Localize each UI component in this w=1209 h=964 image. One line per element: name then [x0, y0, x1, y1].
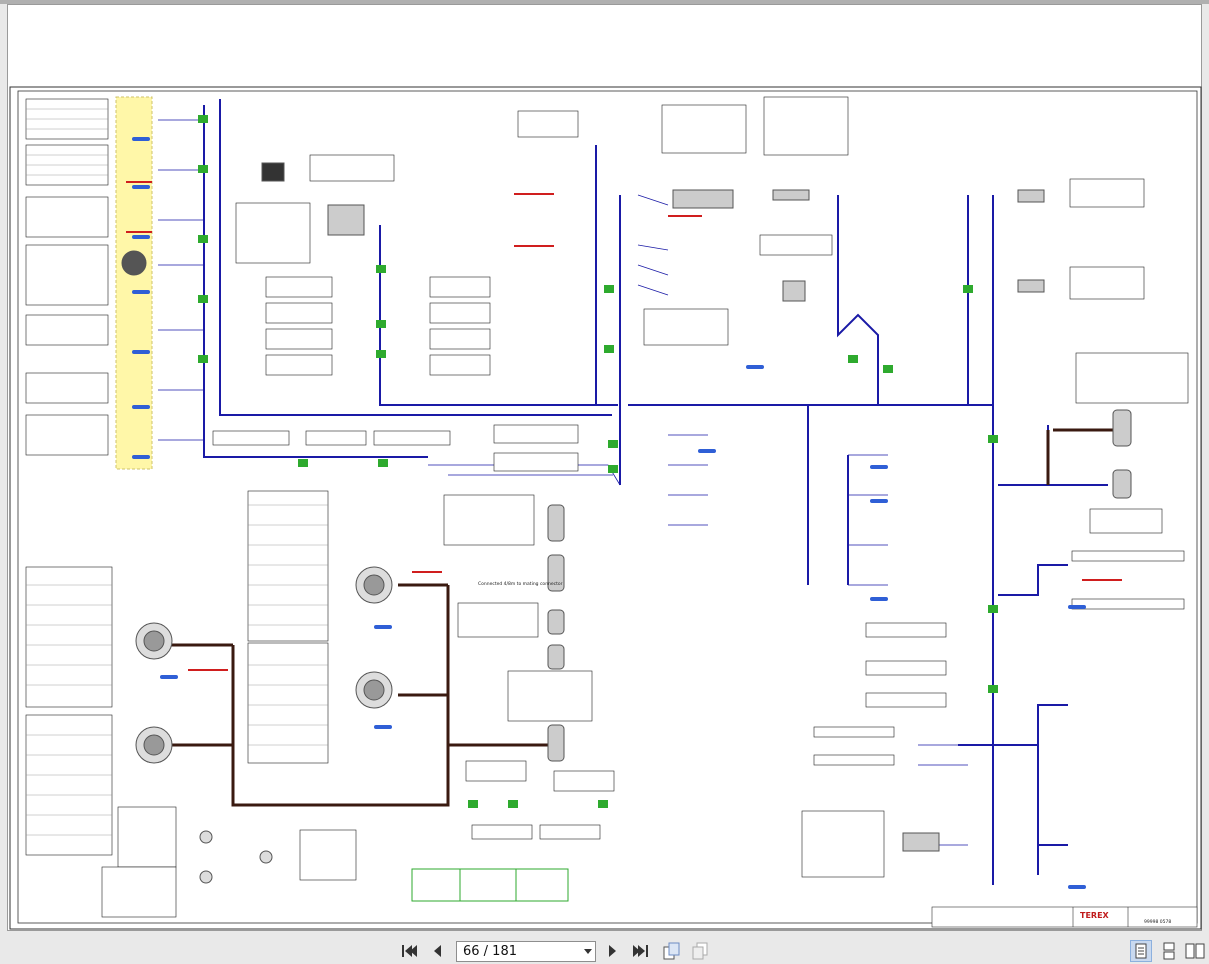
wiring-schematic: TEREX 99998 0578 Connected 4/8m to matin… [9, 86, 1202, 930]
terex-logo: TEREX [1080, 911, 1110, 920]
pdf-page: TEREX 99998 0578 Connected 4/8m to matin… [7, 4, 1202, 931]
previous-page-icon[interactable] [426, 940, 448, 962]
rotate-page-icon[interactable] [660, 940, 682, 962]
facing-pages-view-icon[interactable] [1184, 940, 1206, 962]
next-page-icon[interactable] [602, 940, 624, 962]
continuous-view-icon[interactable] [1158, 940, 1180, 962]
page-indicator-text: 66 / 181 [463, 944, 517, 959]
drawing-number: 99998 0578 [1144, 919, 1171, 925]
viewer-top-border [0, 0, 1209, 4]
skip-to-last-icon[interactable] [630, 940, 652, 962]
schematic-note: Connected 4/8m to mating connector [478, 581, 563, 587]
single-page-view-icon[interactable] [1130, 940, 1152, 962]
dropdown-caret-icon[interactable] [581, 942, 595, 961]
skip-to-first-icon[interactable] [398, 940, 420, 962]
pdf-viewer-toolbar [0, 938, 1209, 964]
page-thumbnail-icon[interactable] [690, 940, 712, 962]
page-number-field[interactable]: 66 / 181 [456, 941, 596, 962]
